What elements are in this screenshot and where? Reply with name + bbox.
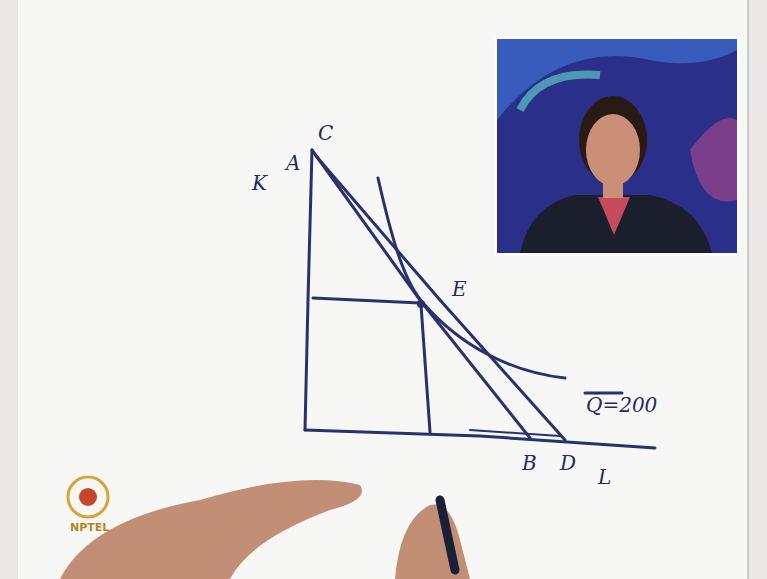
logo-center xyxy=(79,488,97,506)
hands xyxy=(60,480,470,579)
point-label: E xyxy=(452,278,467,300)
logo-text: NPTEL xyxy=(70,522,109,534)
axis-trace xyxy=(470,430,560,436)
tangency-point xyxy=(417,300,425,308)
pen xyxy=(440,500,455,570)
presenter-face xyxy=(586,114,640,186)
point-label: B xyxy=(522,452,537,474)
paper-sheet xyxy=(18,0,748,579)
k-axis xyxy=(305,150,312,430)
presenter-neck xyxy=(603,180,623,198)
k-guide-line xyxy=(313,298,420,303)
logo-ring xyxy=(68,477,108,517)
nptel-logo xyxy=(68,477,108,517)
presenter-shirt xyxy=(598,197,630,235)
inset-globe xyxy=(690,118,737,201)
point-label: A xyxy=(286,152,300,174)
presenter-body xyxy=(520,195,712,253)
point-label: D xyxy=(560,452,576,474)
paper-edge xyxy=(747,0,749,579)
isoquant-label: Q̄=200 xyxy=(586,394,657,416)
price-label: C xyxy=(318,122,333,144)
axis-label: K xyxy=(252,172,267,194)
left-hand xyxy=(60,480,362,579)
inset-globe-arc xyxy=(520,74,600,110)
l-axis xyxy=(305,430,655,448)
inset-background xyxy=(497,39,737,253)
axis-label: L xyxy=(598,466,611,488)
inset-border xyxy=(494,36,740,256)
video-inset xyxy=(494,36,740,256)
l-guide-line xyxy=(421,305,430,432)
